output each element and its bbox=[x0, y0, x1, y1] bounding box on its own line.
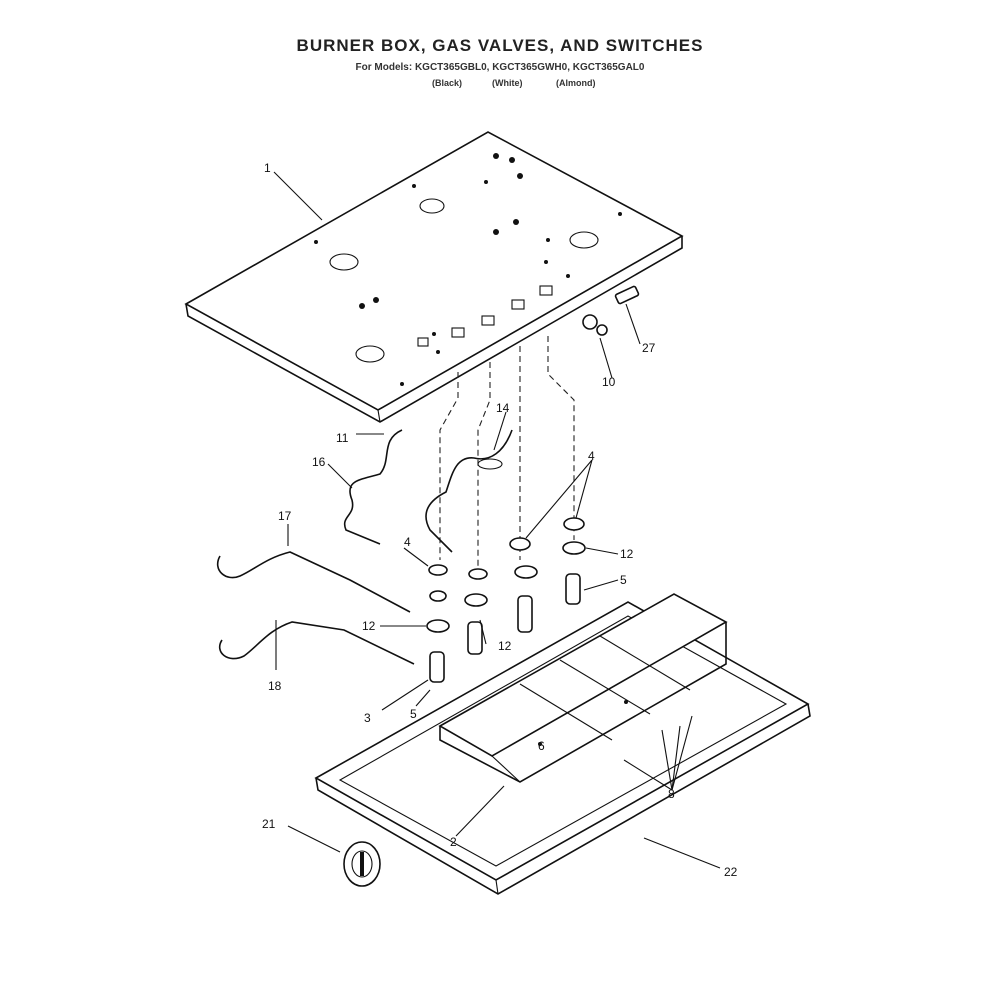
callout-5-right: 5 bbox=[620, 573, 627, 587]
callout-4-upper: 4 bbox=[588, 449, 595, 463]
variant-label-almond: (Almond) bbox=[556, 78, 596, 88]
callout-12-center: 12 bbox=[498, 639, 512, 653]
callout-21: 21 bbox=[262, 817, 276, 831]
callout-12-right: 12 bbox=[620, 547, 634, 561]
callout-5-left: 5 bbox=[410, 707, 417, 721]
leader-lines bbox=[273, 171, 721, 869]
callout-1: 1 bbox=[264, 161, 271, 175]
callout-16: 16 bbox=[312, 455, 326, 469]
callout-4-lower: 4 bbox=[404, 535, 411, 549]
models-line: For Models: KGCT365GBL0, KGCT365GWH0, KG… bbox=[355, 62, 645, 73]
control-knob bbox=[343, 841, 381, 887]
callout-6: 6 bbox=[538, 739, 545, 753]
gas-valves bbox=[426, 517, 586, 683]
callout-3: 3 bbox=[364, 711, 371, 725]
callout-10: 10 bbox=[602, 375, 616, 389]
callout-18: 18 bbox=[268, 679, 282, 693]
callout-27: 27 bbox=[642, 341, 656, 355]
variant-label-black: (Black) bbox=[432, 78, 463, 88]
callout-14: 14 bbox=[496, 401, 510, 415]
callout-12-left: 12 bbox=[362, 619, 376, 633]
page-title: BURNER BOX, GAS VALVES, AND SWITCHES bbox=[296, 36, 704, 55]
switch-assembly bbox=[582, 285, 640, 336]
callout-8: 8 bbox=[668, 787, 675, 801]
callout-11: 11 bbox=[336, 431, 349, 445]
callout-17: 17 bbox=[278, 509, 292, 523]
alignment-lines bbox=[439, 336, 575, 570]
callout-labels: 1 27 10 11 14 16 4 4 12 5 12 12 17 18 3 … bbox=[262, 161, 738, 879]
cooktop-panel bbox=[184, 131, 684, 423]
callout-2: 2 bbox=[450, 835, 457, 849]
callout-22: 22 bbox=[724, 865, 738, 879]
variant-label-white: (White) bbox=[492, 78, 523, 88]
burner-tubes bbox=[216, 429, 513, 665]
burner-box bbox=[314, 593, 811, 895]
